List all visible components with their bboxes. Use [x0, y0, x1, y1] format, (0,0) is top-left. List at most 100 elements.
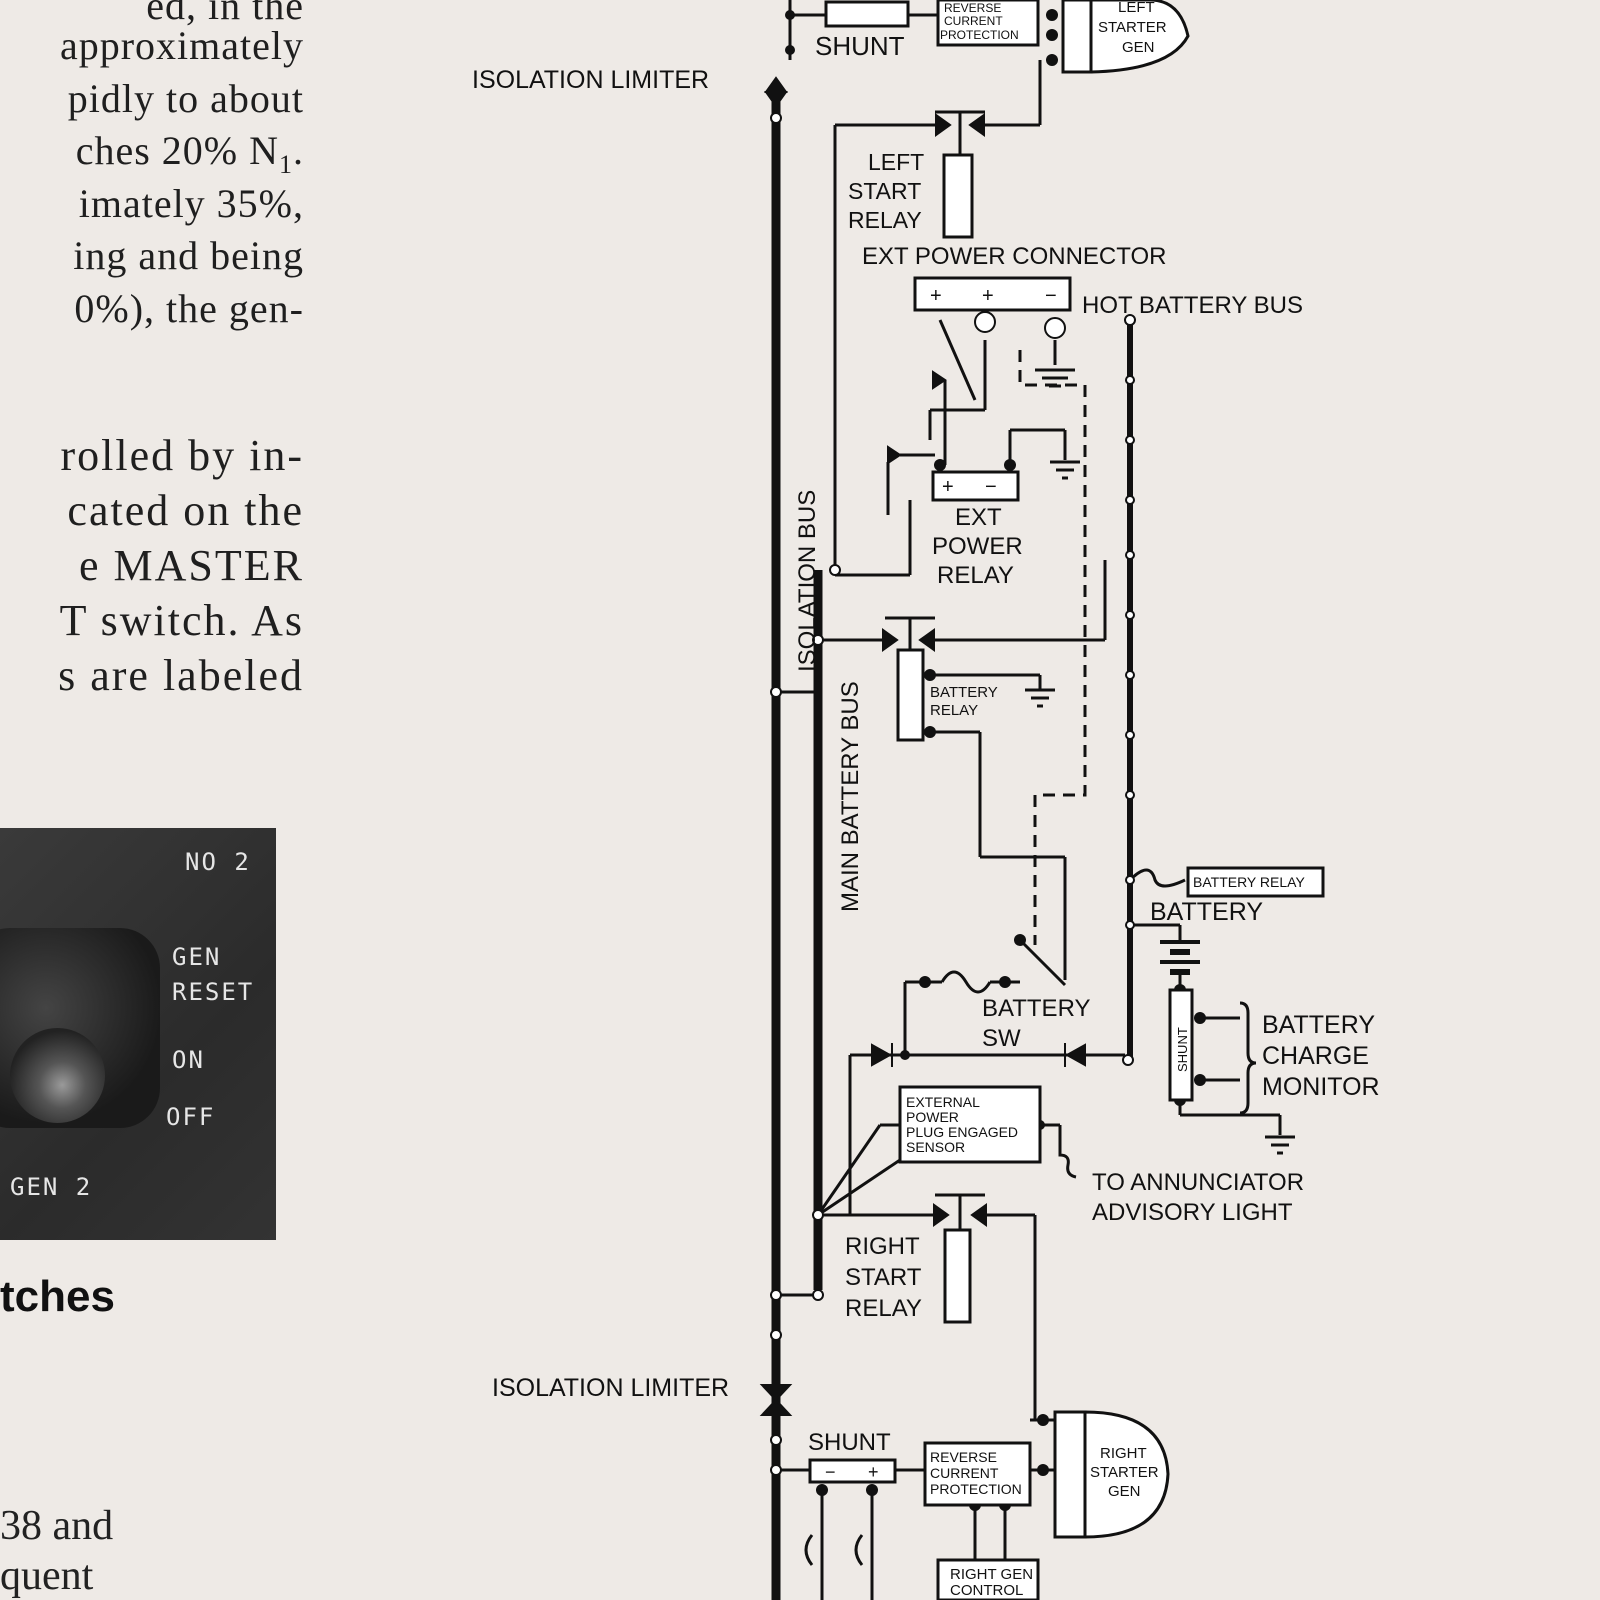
right-gen-terminal-box: [1053, 1410, 1087, 1539]
wire: [1128, 868, 1186, 888]
ext-power-connector-label: EXT POWER CONNECTOR: [862, 243, 1166, 270]
ext-power-sensor-label: POWER: [906, 1109, 959, 1125]
junction-dot: [900, 1050, 910, 1060]
bus-tap-dot: [1125, 920, 1135, 930]
text-line: T switch. As: [59, 596, 304, 645]
bus-tap-dot: [1122, 1054, 1134, 1066]
reverse-current-top-label: PROTECTION: [940, 28, 1019, 42]
fuse-symbol: [940, 970, 992, 994]
isolation-limiter-bottom-symbol: [759, 1384, 793, 1416]
figure-caption-fragment: tches: [0, 1272, 115, 1321]
junction-dot: [1037, 1414, 1049, 1426]
isolation-bus-label: ISOLATION BUS: [794, 490, 821, 672]
reverse-current-bottom-label: PROTECTION: [930, 1481, 1022, 1497]
text-line: e MASTER: [79, 541, 304, 590]
shunt-bottom-label: SHUNT: [808, 1429, 891, 1456]
contact-arrow: [918, 628, 935, 652]
left-starter-gen-label: LEFT: [1118, 0, 1155, 16]
battery-relay-coil-label: BATTERY: [930, 684, 998, 701]
to-annunciator-label: TO ANNUNCIATOR: [1092, 1169, 1304, 1196]
wire: [816, 1124, 882, 1216]
right-gen-control-label: CONTROL: [950, 1582, 1023, 1599]
photo-label-reset: RESET: [172, 978, 255, 1006]
junction-dot: [1194, 1074, 1206, 1086]
junction-dot: [785, 45, 795, 55]
ext-power-relay-box: [931, 470, 1020, 502]
contact-arrow: [882, 628, 899, 652]
junction-dot: [1046, 9, 1058, 21]
reverse-current-bottom-label: CURRENT: [930, 1465, 999, 1481]
bus-tap-dot: [770, 1434, 782, 1446]
contact-arrow: [933, 1203, 950, 1227]
right-start-relay-label: RELAY: [845, 1295, 922, 1322]
battery-relay-box-label: BATTERY RELAY: [1193, 874, 1305, 890]
text-line: 38 and: [0, 1503, 114, 1549]
ext-relay-pin-label: +: [942, 476, 954, 498]
shunt-top-box: [824, 0, 910, 28]
photo-label-gen2: GEN 2: [10, 1173, 93, 1201]
reverse-current-bottom-label: REVERSE: [930, 1449, 997, 1465]
reverse-current-top-label: REVERSE: [944, 1, 1001, 15]
ext-power-sensor-box: [898, 1085, 1042, 1164]
reverse-current-top-box: [936, 0, 1040, 47]
bus-tap-dot: [1125, 495, 1135, 505]
contact-arrow: [887, 445, 902, 465]
wire: [817, 1158, 901, 1217]
to-annunciator-label: ADVISORY LIGHT: [1092, 1199, 1293, 1226]
junction-dot: [1046, 29, 1058, 41]
battery-charge-monitor-label: CHARGE: [1262, 1042, 1369, 1070]
photo-label-on: ON: [172, 1046, 205, 1074]
right-start-relay-label: START: [845, 1264, 922, 1291]
left-start-relay-label: START: [848, 178, 921, 204]
bus-tap-dot: [1125, 730, 1135, 740]
connector-pin: [1044, 317, 1066, 339]
shunt-bottom-pin: +: [868, 1462, 879, 1482]
isolation-limiter-top-label: ISOLATION LIMITER: [472, 66, 709, 94]
left-start-relay-coil: [942, 153, 974, 239]
contact-arrow: [968, 113, 985, 137]
left-gen-terminal-box: [1061, 0, 1093, 74]
contact-arrow: [970, 1203, 987, 1227]
battery-relay-coil-label: RELAY: [930, 702, 978, 719]
battery-sw-label: BATTERY: [982, 995, 1090, 1022]
junction-dot: [816, 1484, 828, 1496]
battery-relay-label-box: [1186, 866, 1325, 898]
junction-dot: [785, 10, 795, 20]
text-line: ches 20% N1.: [76, 127, 304, 180]
junction-dot: [1194, 1012, 1206, 1024]
text-line: imately 35%,: [78, 181, 304, 226]
junction-dot: [924, 669, 936, 681]
bus-tap-dot: [1125, 875, 1135, 885]
junction-dot: [1046, 54, 1058, 66]
reverse-current-bottom-box: [923, 1441, 1032, 1507]
bracket: [1239, 1001, 1257, 1115]
connector-pin-label: +: [930, 285, 942, 307]
battery-charge-monitor-label: BATTERY: [1262, 1011, 1375, 1039]
isolation-limiter-bottom-label: ISOLATION LIMITER: [492, 1374, 729, 1402]
reverse-current-top-label: CURRENT: [944, 14, 1003, 28]
bus-tap-dot: [812, 1209, 824, 1221]
isolation-limiter-top-symbol: [764, 76, 788, 108]
diode-symbol: [1064, 1043, 1086, 1067]
battery-charge-monitor-label: MONITOR: [1262, 1073, 1380, 1101]
junction-dot: [934, 459, 946, 471]
ext-power-connector-box: [913, 276, 1072, 312]
bus-tap-dot: [812, 1289, 824, 1301]
connector-pin-label: +: [982, 285, 994, 307]
left-start-relay-label: LEFT: [868, 149, 924, 175]
ext-power-relay-label: POWER: [932, 533, 1023, 560]
contact-arrow: [932, 370, 947, 390]
shunt-bottom-pin: −: [825, 1462, 836, 1482]
right-gen-control-label: RIGHT GEN: [950, 1566, 1033, 1583]
right-gen-control-box: [936, 1558, 1040, 1600]
bus-tap-dot: [1125, 790, 1135, 800]
dashed-control-wire: [1018, 350, 1087, 945]
left-start-relay-label: RELAY: [848, 207, 922, 233]
right-start-relay-coil: [943, 1228, 972, 1324]
ext-power-sensor-label: EXTERNAL: [906, 1094, 980, 1110]
battery-label: BATTERY: [1150, 898, 1263, 926]
text-line: rolled by in-: [60, 431, 304, 480]
bus-tap-dot: [770, 686, 782, 698]
photo-label-off: OFF: [166, 1103, 216, 1131]
